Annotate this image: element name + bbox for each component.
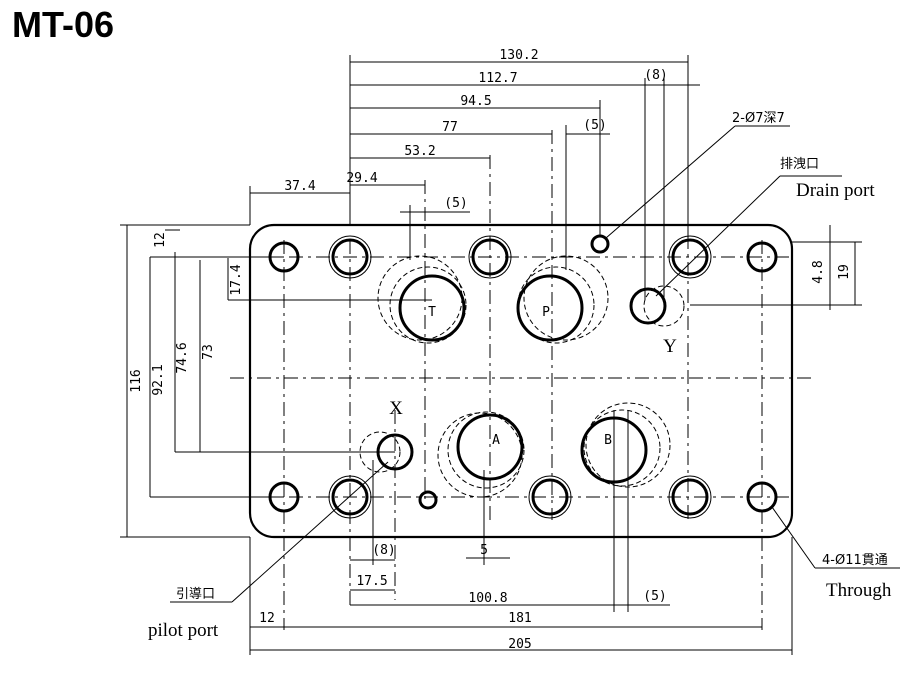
dim-5-bottom-right: (5)	[643, 589, 666, 604]
dim-4-8: 4.8	[811, 260, 826, 283]
dim-29-4: 29.4	[346, 171, 377, 186]
port-P-label: P	[542, 305, 550, 320]
port-Y	[629, 285, 685, 327]
pilot-port-cn: 引導口	[176, 587, 215, 602]
through-holes-cn: 4-Ø11貫通	[822, 553, 888, 568]
through-holes-en: Through	[826, 580, 892, 601]
pilot-port-en: pilot port	[148, 620, 219, 641]
dim-112-7: 112.7	[478, 71, 517, 86]
dim-8-top: (8)	[644, 68, 667, 83]
dim-92-1: 92.1	[151, 364, 166, 395]
dim-181: 181	[508, 611, 531, 626]
left-dimensions	[120, 224, 432, 538]
dim-205: 205	[508, 637, 531, 652]
dim-100-8: 100.8	[468, 591, 507, 606]
dim-17-5: 17.5	[356, 574, 387, 589]
bolt-holes	[328, 235, 712, 519]
page-title: MT-06	[12, 4, 115, 45]
dim-94-5: 94.5	[460, 94, 491, 109]
port-T-label: T	[428, 305, 436, 320]
port-Y-label: Y	[663, 336, 677, 357]
dim-53-2: 53.2	[404, 144, 435, 159]
dim-5-top: (5)	[583, 118, 606, 133]
port-P	[516, 255, 609, 344]
port-X-label: X	[389, 398, 403, 419]
dim-73: 73	[201, 344, 216, 360]
leader-lines	[170, 125, 900, 603]
port-B-label: B	[604, 433, 612, 448]
dim-77: 77	[442, 120, 458, 135]
dim-17-4: 17.4	[229, 264, 244, 295]
dim-8-bottom: (8)	[372, 543, 395, 558]
dim-12-bottom: 12	[259, 611, 275, 626]
dim-37-4: 37.4	[284, 179, 315, 194]
drill-holes-callout: 2-Ø7深7	[732, 111, 785, 126]
dim-5-bottom: 5	[480, 543, 488, 558]
bottom-dimensions	[249, 410, 793, 655]
dim-74-6: 74.6	[175, 342, 190, 373]
drain-port-en: Drain port	[796, 180, 875, 201]
drain-port-cn: 排洩口	[780, 157, 819, 172]
dim-116: 116	[129, 369, 144, 392]
base-plate-outline	[248, 223, 794, 539]
port-A	[437, 411, 525, 498]
dim-5-mid: (5)	[444, 196, 467, 211]
top-dimensions	[249, 55, 700, 300]
port-B	[580, 402, 671, 488]
through-holes	[268, 241, 778, 513]
port-A-label: A	[492, 433, 500, 448]
dim-12-left: 12	[153, 232, 168, 248]
port-T	[377, 255, 467, 344]
dim-19: 19	[837, 264, 852, 280]
dim-130-2: 130.2	[499, 48, 538, 63]
center-lines	[230, 130, 812, 630]
right-dimensions	[690, 225, 862, 310]
